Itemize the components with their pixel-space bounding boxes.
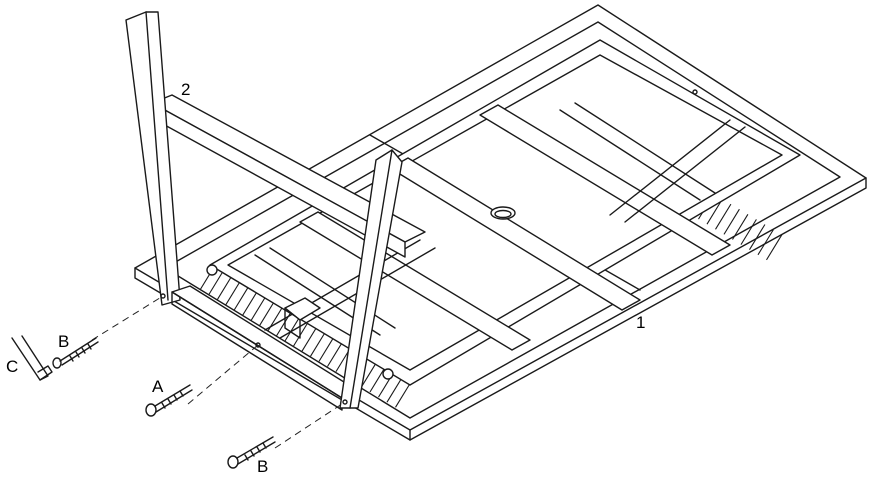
table-slat (715, 203, 732, 230)
table-slat (386, 376, 403, 403)
table-slat (216, 274, 233, 301)
bolt-hole-front (382, 368, 394, 380)
allen-key-c (11, 335, 53, 381)
table-slat (225, 279, 242, 306)
label-hardware-a: A (152, 377, 164, 396)
table-slat (740, 219, 757, 245)
leg-frame (125, 11, 426, 411)
table-slat (293, 320, 310, 347)
table-slat (361, 361, 378, 388)
table-slat (757, 229, 774, 256)
table-slat (284, 315, 301, 342)
label-hardware-b-lower: B (257, 457, 268, 476)
label-part-1: 1 (636, 313, 645, 332)
table-slat (242, 290, 259, 316)
table-slat (723, 208, 740, 235)
table-slat (766, 234, 783, 261)
bolt-a (145, 384, 193, 417)
table-slat (706, 198, 723, 225)
label-part-2: 2 (181, 80, 190, 99)
table-slat (395, 381, 412, 408)
table-slat (259, 300, 276, 326)
table-slat (318, 335, 335, 362)
label-hardware-b-upper: B (58, 332, 69, 351)
table-slat (233, 284, 250, 311)
label-hardware-c: C (6, 357, 18, 376)
table-slat (749, 224, 766, 250)
table-slat (276, 310, 293, 337)
hardware (11, 295, 346, 469)
table-top (134, 4, 867, 441)
table-slat (327, 341, 344, 367)
table-slat (208, 269, 225, 296)
bolt-b-lower (227, 436, 276, 469)
table-slat (250, 295, 267, 321)
table-slat (310, 330, 327, 357)
table-slat (369, 366, 386, 393)
table-slat (301, 325, 318, 352)
table-slat (732, 214, 749, 240)
bolt-hole-left (206, 264, 218, 276)
bolt-b-upper (52, 337, 99, 369)
